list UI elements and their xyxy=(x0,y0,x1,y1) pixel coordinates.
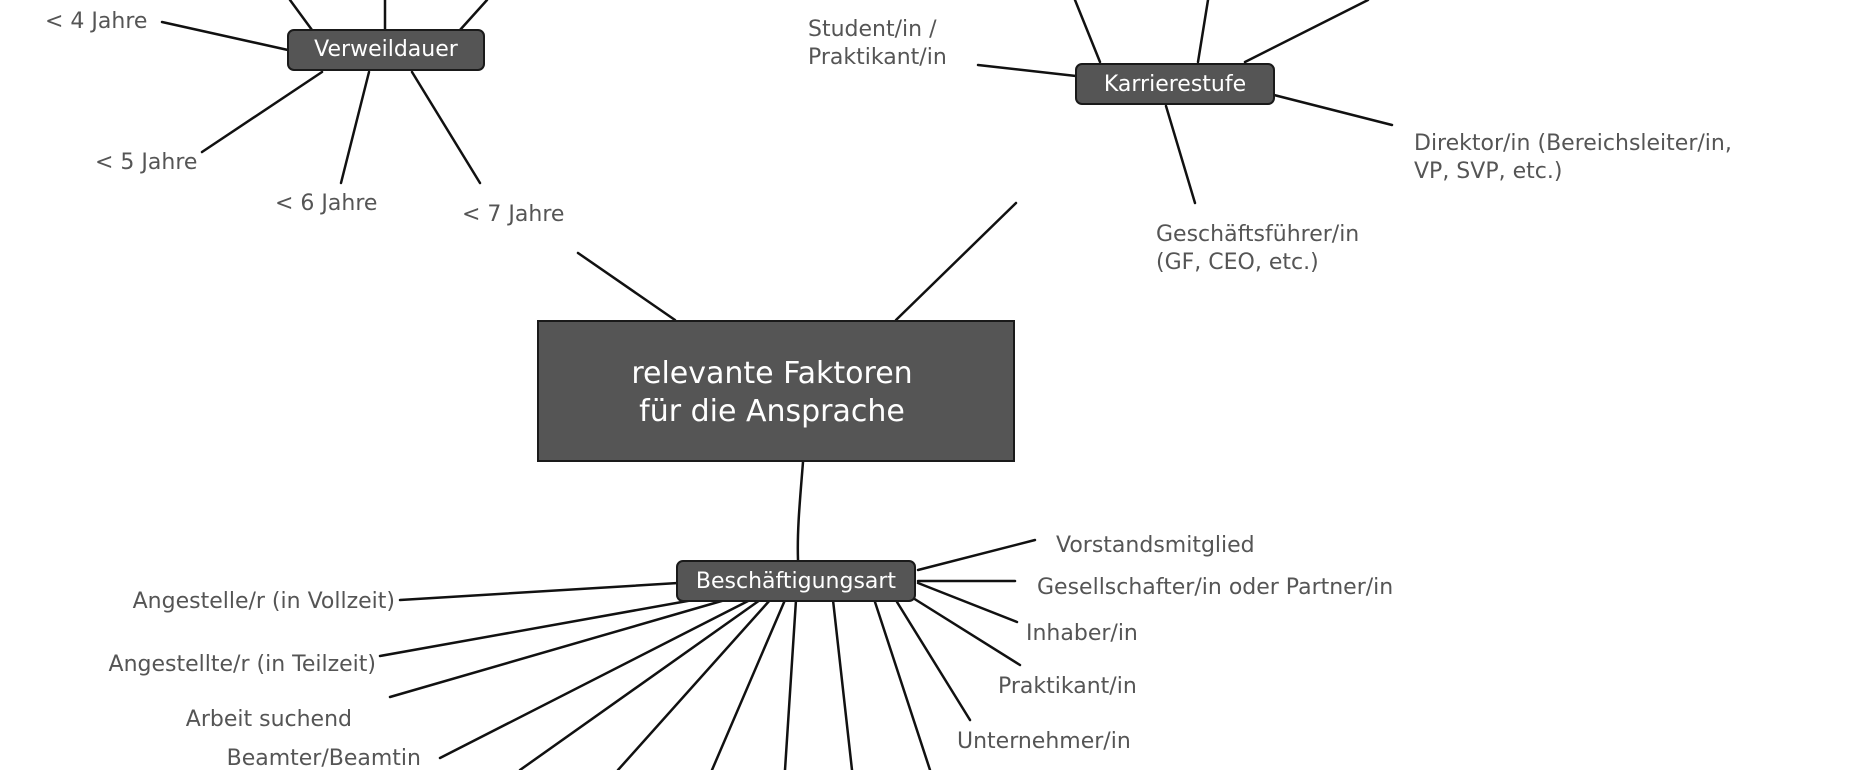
beschaeftigungsart-left-edges xyxy=(378,581,932,770)
verweildauer-item: < 6 Jahre xyxy=(275,191,377,216)
karrierestufe-title: Karrierestufe xyxy=(1104,72,1246,97)
beschaeftigungsart-left-item: Arbeit suchend xyxy=(186,707,352,732)
verweildauer-item: < 5 Jahre xyxy=(95,150,197,175)
beschaeftigungsart-right-item: Gesellschafter/in oder Partner/in xyxy=(1037,575,1393,600)
center-node[interactable]: relevante Faktoren für die Ansprache xyxy=(537,320,1015,462)
center-title-line2: für die Ansprache xyxy=(639,394,905,429)
verweildauer-node[interactable]: Verweildauer xyxy=(287,29,485,71)
karrierestufe-gf-line1: Geschäftsführer/in xyxy=(1156,222,1359,247)
verweildauer-title: Verweildauer xyxy=(314,37,459,62)
karrierestufe-direktor-line2: VP, SVP, etc.) xyxy=(1414,159,1562,184)
center-edges xyxy=(576,201,1018,562)
karrierestufe-student-line2: Praktikant/in xyxy=(808,45,947,70)
center-title-line1: relevante Faktoren xyxy=(631,356,912,391)
verweildauer-item: < 4 Jahre xyxy=(45,9,147,34)
verweildauer-edges xyxy=(160,0,489,185)
beschaeftigungsart-right-item: Inhaber/in xyxy=(1026,621,1138,646)
karrierestufe-student-line1: Student/in / xyxy=(808,17,937,42)
karrierestufe-edges xyxy=(976,0,1394,205)
karrierestufe-node[interactable]: Karrierestufe xyxy=(1075,63,1275,105)
beschaeftigungsart-right-item: Vorstandsmitglied xyxy=(1056,533,1255,558)
verweildauer-item: < 7 Jahre xyxy=(462,202,564,227)
beschaeftigungsart-left-item: Angestelle/r (in Vollzeit) xyxy=(133,589,395,614)
beschaeftigungsart-left-item: Angestellte/r (in Teilzeit) xyxy=(109,652,376,677)
beschaeftigungsart-right-edges xyxy=(895,538,1037,722)
beschaeftigungsart-left-item: Beamter/Beamtin xyxy=(227,746,421,770)
karrierestufe-gf-line2: (GF, CEO, etc.) xyxy=(1156,250,1319,275)
beschaeftigungsart-node[interactable]: Beschäftigungsart xyxy=(676,560,916,602)
beschaeftigungsart-title: Beschäftigungsart xyxy=(696,569,897,594)
beschaeftigungsart-right-item: Unternehmer/in xyxy=(957,729,1131,754)
beschaeftigungsart-right-item: Praktikant/in xyxy=(998,674,1137,699)
karrierestufe-direktor-line1: Direktor/in (Bereichsleiter/in, xyxy=(1414,131,1732,156)
